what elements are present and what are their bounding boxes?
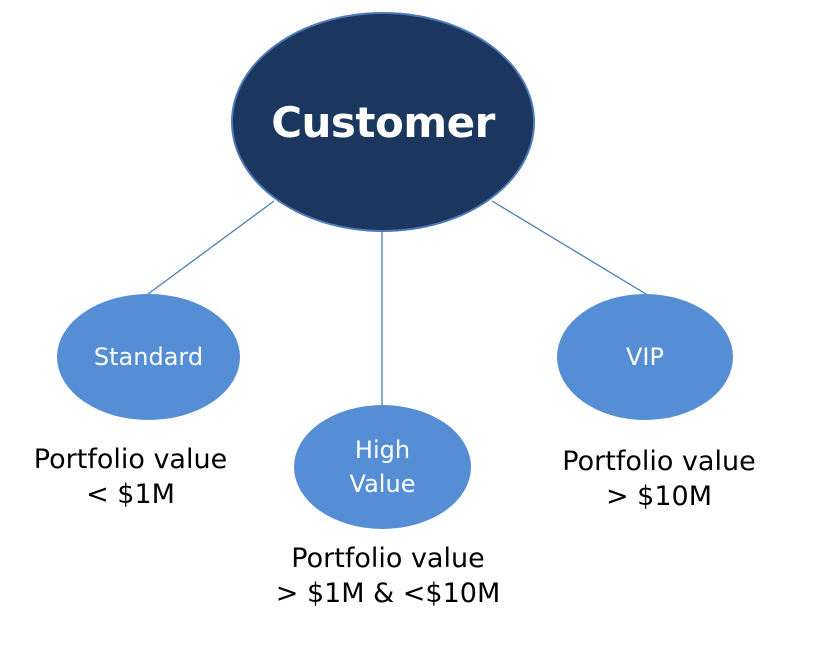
customer-node: Customer	[231, 12, 535, 232]
high-value-node: High Value	[294, 405, 471, 529]
standard-caption-line-2: < $1M	[86, 479, 175, 510]
high-value-caption: Portfolio value > $1M & <$10M	[258, 541, 518, 611]
high-value-node-label: High Value	[349, 436, 416, 498]
vip-caption: Portfolio value > $10M	[545, 444, 773, 514]
standard-caption-line-1: Portfolio value	[33, 444, 228, 475]
standard-node-label: Standard	[93, 343, 204, 371]
vip-node: VIP	[557, 294, 733, 420]
vip-node-label: VIP	[626, 343, 664, 371]
connector-root-vip	[491, 200, 647, 295]
vip-caption-line-1: Portfolio value	[562, 446, 756, 477]
high-value-caption-line-1: Portfolio value	[291, 543, 485, 574]
high-value-caption-line-2: > $1M & <$10M	[275, 578, 501, 609]
customer-node-label: Customer	[271, 97, 495, 147]
standard-caption: Portfolio value < $1M	[18, 442, 243, 512]
vip-caption-line-2: > $10M	[605, 481, 713, 512]
standard-node: Standard	[57, 294, 240, 420]
connector-root-standard	[147, 200, 275, 295]
